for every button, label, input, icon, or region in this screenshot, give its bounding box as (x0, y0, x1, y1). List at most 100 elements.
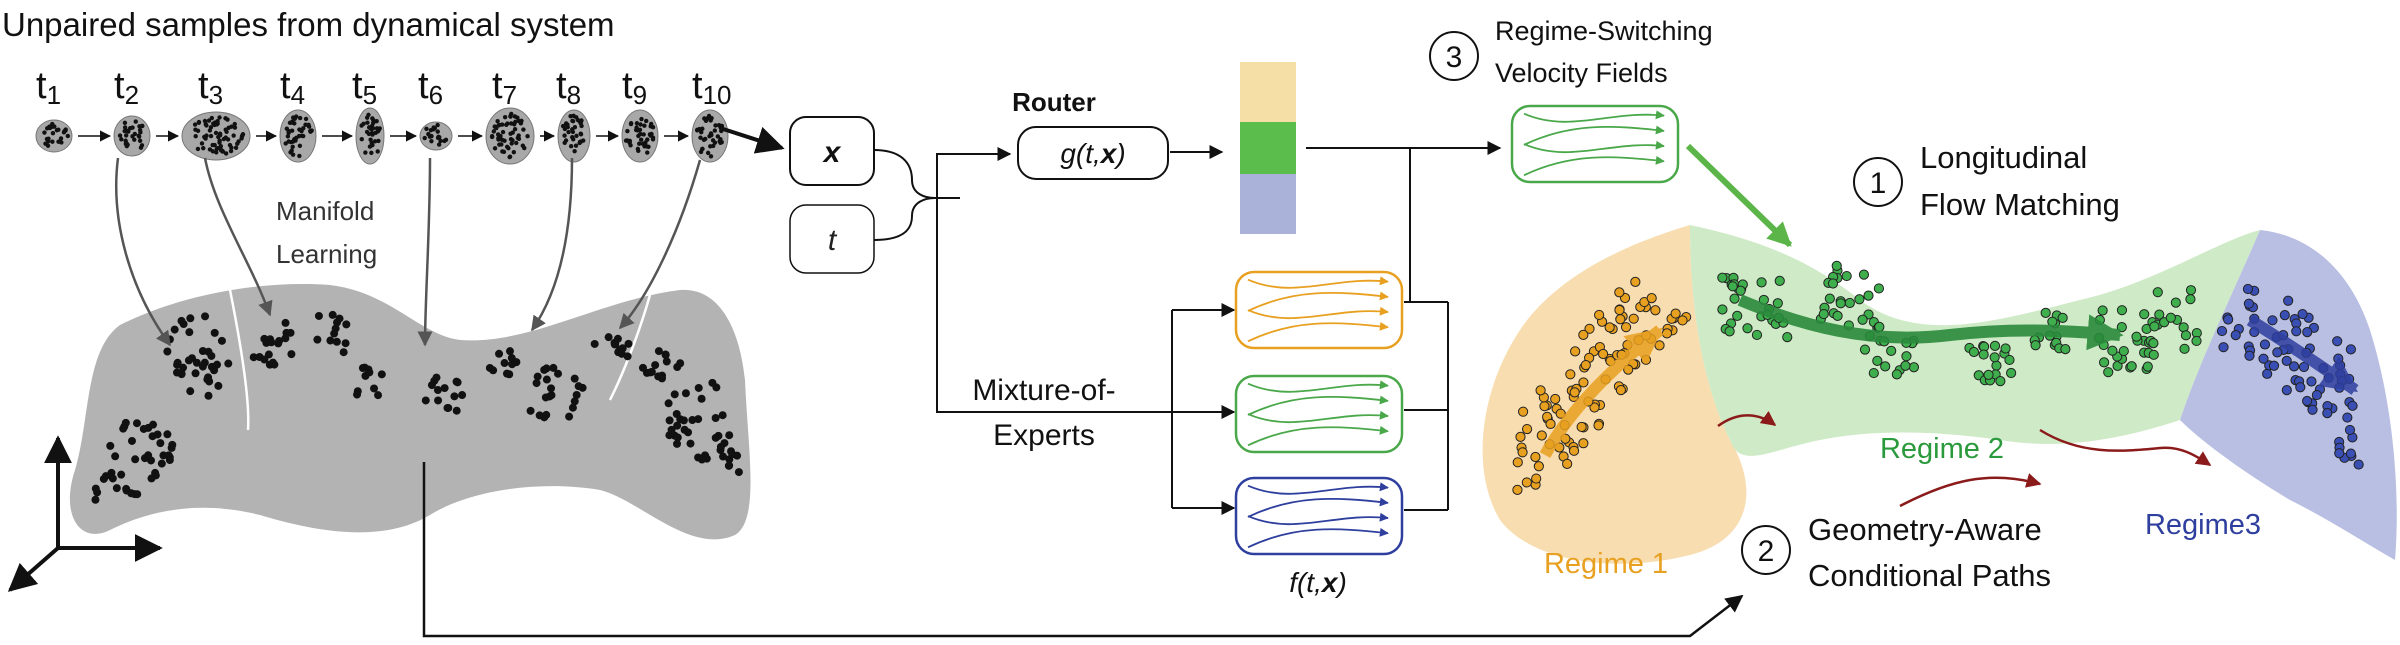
sample-dot (570, 129, 576, 135)
embed-arrow (530, 157, 574, 332)
manifold-dot (452, 377, 461, 386)
manifold-dot (526, 406, 535, 415)
sample-dot (708, 118, 713, 123)
sample-dot (496, 123, 501, 128)
regime2-label: Regime 2 (1880, 433, 2004, 465)
manifold-dot (342, 320, 351, 329)
sample-dot (125, 142, 130, 147)
regime-dot (1868, 367, 1879, 379)
sample-dot (301, 133, 306, 139)
sample-dot (703, 136, 708, 142)
sample-dot (56, 127, 61, 132)
manifold-dot (542, 410, 551, 419)
manifold-dot (313, 335, 322, 344)
manifold-dot (91, 495, 100, 504)
sample-dot (372, 139, 378, 144)
manifold-dot (664, 399, 673, 408)
time-step-label: t4 (280, 65, 305, 110)
regime-dot (2139, 309, 2150, 320)
sample-dot (578, 132, 584, 137)
sample-dot (643, 118, 649, 124)
sample-dot (122, 120, 128, 125)
velocity-to-manifold-arrow (1685, 143, 1793, 248)
manifold-dot (281, 334, 290, 343)
regime-dot (1991, 360, 2002, 371)
regime-dot (2295, 382, 2306, 393)
manifold-dot (144, 451, 153, 460)
regime-dot (1670, 308, 1681, 319)
sample-dot (130, 134, 135, 139)
sample-dot (117, 133, 123, 138)
manifold-dot (716, 442, 725, 451)
router-box (1017, 126, 1169, 180)
sample-dot (573, 143, 579, 148)
flow-line (1523, 140, 1665, 154)
manifold-dot (184, 356, 193, 365)
sample-dot (232, 121, 237, 127)
manifold-dot (117, 470, 126, 479)
manifold-dot (623, 352, 632, 361)
manifold-dot (186, 387, 195, 396)
sample-dot (292, 121, 297, 126)
manifold-dot (121, 418, 130, 427)
regime-dot (1989, 340, 2001, 351)
sample-dot (289, 148, 294, 153)
step-3-number: 3 (1446, 41, 1463, 74)
sample-dot (642, 123, 647, 128)
regime-dot (1854, 294, 1865, 305)
time-step-label: t3 (198, 65, 223, 110)
sample-dot (361, 121, 366, 127)
manifold-dot (427, 381, 436, 390)
regime-dot (1782, 332, 1793, 343)
router-func: g(t,x) (1060, 138, 1125, 169)
regime-dot (1515, 431, 1526, 442)
regime-dot (1858, 269, 1870, 280)
sample-dot (500, 149, 505, 154)
sample-dot (506, 145, 511, 151)
manifold-dot (170, 325, 179, 334)
manifold-dot (204, 347, 213, 356)
regime-dot (2333, 353, 2344, 364)
regime-dot (2170, 297, 2181, 308)
manifold-dot (163, 347, 172, 356)
sample-dot (435, 135, 441, 141)
manifold-dot (214, 381, 223, 390)
regime-dot (1908, 362, 1920, 373)
moe-label-2: Experts (993, 419, 1095, 452)
regime-dot (2179, 343, 2190, 354)
regime-dot (2191, 335, 2202, 347)
regime-dot (2347, 400, 2358, 411)
manifold-dot (210, 328, 219, 337)
sample-dot (124, 128, 130, 134)
manifold-dot (374, 391, 383, 400)
regime-dot (2322, 408, 2333, 419)
sample-dot (511, 150, 517, 155)
sample-dot (229, 124, 234, 129)
step-2-number: 2 (1758, 535, 1775, 568)
regime-dot (1661, 328, 1673, 339)
sample-dot (209, 115, 215, 121)
regime-dot (1630, 276, 1641, 287)
sample-dot (210, 149, 216, 154)
sample-dot (123, 133, 129, 138)
sample-dot (299, 128, 304, 134)
manifold-dot (177, 316, 186, 325)
regime-dot (1521, 477, 1532, 488)
regime-dot (1872, 355, 1883, 366)
manifold-dot (148, 432, 157, 441)
sample-dot (495, 118, 500, 124)
sample-dot (512, 126, 518, 132)
sample-dot (208, 133, 214, 139)
flow-line (1523, 110, 1665, 123)
manifold-dot (688, 416, 697, 425)
regime-dot (1569, 387, 1580, 398)
expert-regime3-box (1234, 476, 1404, 556)
sample-dot (285, 134, 291, 139)
regime1-label: Regime 1 (1544, 548, 1668, 580)
sample-dot (290, 139, 296, 144)
regime-dot (2306, 376, 2317, 387)
regime-dot (2094, 314, 2105, 326)
sample-dot (428, 127, 434, 133)
regime-dot (2180, 330, 2192, 341)
